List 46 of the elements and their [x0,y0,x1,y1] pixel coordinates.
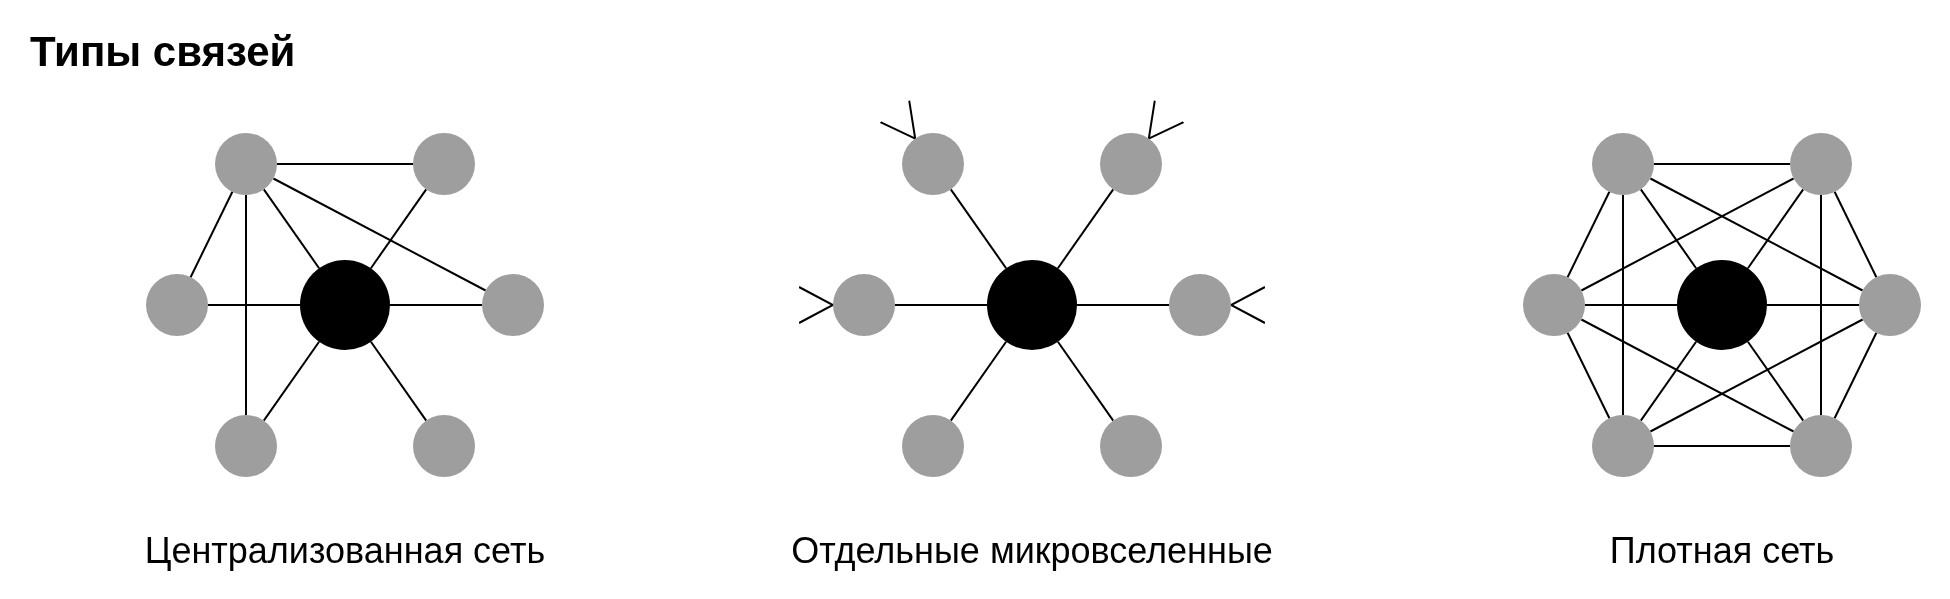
connector-line [1746,340,1805,422]
connector-line [949,188,1008,270]
connector-line [276,163,414,165]
connector-line [1056,188,1115,270]
connector-line [1653,163,1791,165]
connector-line [1820,194,1822,416]
arrow [1230,286,1266,324]
connector-line [1766,304,1860,306]
connector-line [207,304,301,306]
caption: Отдельные микровселенные [791,530,1273,572]
connector-line [1649,177,1864,292]
connector-line [369,188,428,270]
node-circle [902,133,964,195]
connector-line [894,304,988,306]
connector-line [1580,177,1795,292]
connector-line [189,190,234,279]
connector-line [1653,445,1791,447]
connector-line [1622,194,1624,416]
connector-line [1746,188,1805,270]
arrow [1147,99,1185,140]
connector-line [245,194,247,416]
connector-line [1056,340,1115,422]
connector-line [1639,188,1698,270]
arrow [798,286,834,324]
title: Типы связей [30,28,296,76]
caption: Централизованная сеть [144,530,546,572]
node-circle [1523,274,1585,336]
node-circle [1100,133,1162,195]
connector-line [1833,190,1878,279]
connector-line [1639,340,1698,422]
connector-line [1580,318,1795,433]
connector-line [1566,190,1611,279]
connector-line [1833,331,1878,420]
connector-line [949,340,1008,422]
node-circle [1859,274,1921,336]
connector-line [1584,304,1678,306]
caption: Плотная сеть [1609,530,1835,572]
connector-line [369,340,428,422]
connector-line [1649,318,1864,433]
connector-line [272,177,487,292]
connector-line [262,340,321,422]
connector-line [262,188,321,270]
connector-line [1076,304,1170,306]
connector-line [389,304,483,306]
connector-line [1566,331,1611,420]
arrow [879,99,917,140]
